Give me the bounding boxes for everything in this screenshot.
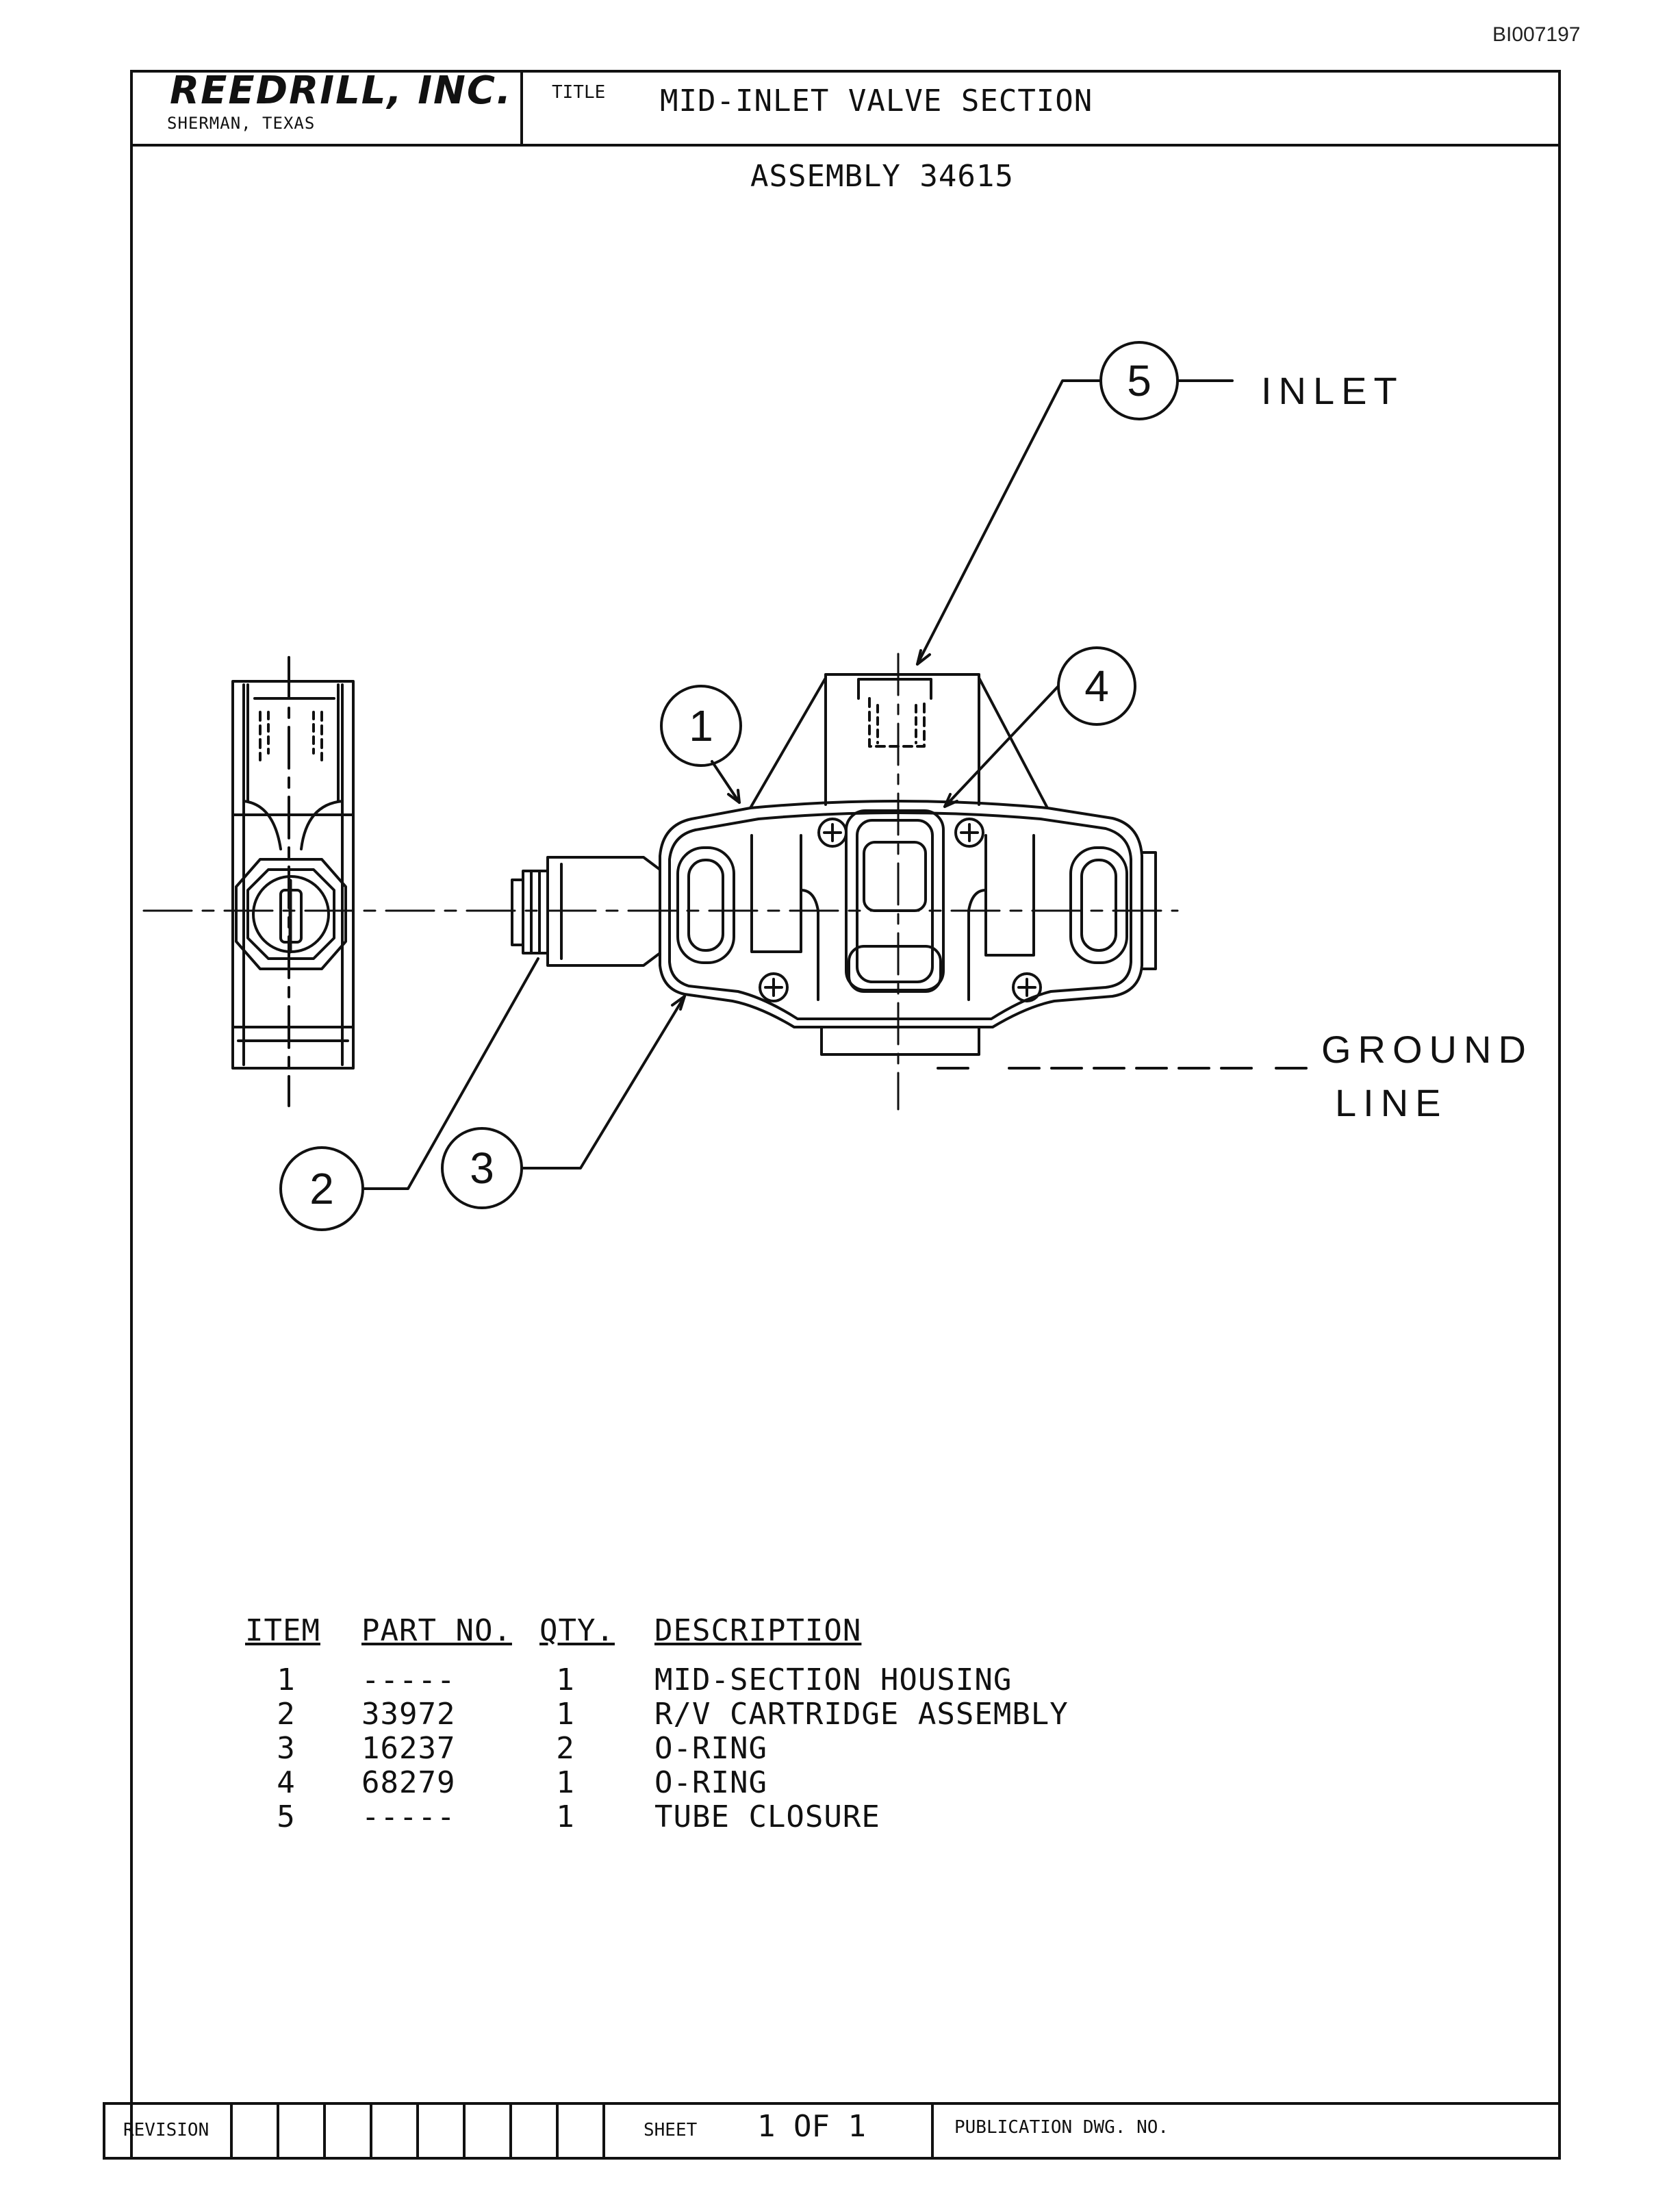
footer-divider [103,2102,1561,2105]
callout-5 [1099,341,1179,420]
bom-row-2-item: 2 [277,1697,296,1732]
sheet-label: SHEET [644,2120,698,2140]
revision-cell-divider [463,2102,466,2160]
revision-cell-divider [416,2102,419,2160]
document-id: BI007197 [1492,23,1581,46]
company-location: SHERMAN, TEXAS [167,114,316,133]
revision-label: REVISION [123,2120,209,2140]
cartridge-assembly [511,856,661,967]
callout-4 [1057,646,1136,726]
bom-row-1-description: MID-SECTION HOUSING [654,1663,1013,1697]
footer-bottom [103,2157,1561,2160]
revision-cell-divider [230,2102,233,2160]
title-label: TITLE [552,82,606,103]
bom-row-3-description: O-RING [654,1731,767,1766]
callout-4-label: 4 [1084,661,1109,711]
bom-row-4-description: O-RING [654,1765,767,1800]
ground-label: GROUND [1321,1028,1533,1071]
revision-cell-divider [323,2102,326,2160]
line-label: LINE [1335,1081,1448,1124]
revision-cell-divider [602,2102,605,2160]
bom-row-3-qty: 2 [556,1731,575,1766]
revision-cell-divider [277,2102,279,2160]
bom-row-3-part: 16237 [361,1731,456,1766]
callout-2-label: 2 [309,1164,334,1213]
bom-header-item: ITEM [245,1613,320,1648]
bom-row-5-qty: 1 [556,1799,575,1834]
bom-row-2-description: R/V CARTRIDGE ASSEMBLY [654,1697,1069,1732]
title-block-divider [130,144,1561,147]
inlet-label: INLET [1261,369,1404,412]
publication-label: PUBLICATION DWG. NO. [954,2117,1169,2138]
footer-left-edge [103,2102,105,2160]
bom-header-part-no: PART NO. [361,1613,512,1648]
bom-row-4-part: 68279 [361,1765,456,1800]
revision-cell-divider [370,2102,372,2160]
bom-row-1-qty: 1 [556,1663,575,1697]
front-view [659,653,1157,1111]
revision-cell-divider [556,2102,559,2160]
sheet-value: 1 OF 1 [757,2109,866,2144]
bom-row-5-item: 5 [277,1799,296,1834]
bom-row-1-item: 1 [277,1663,296,1697]
callout-3 [441,1127,523,1209]
bom-row-4-qty: 1 [556,1765,575,1800]
callout-1-label: 1 [689,701,713,750]
callout-3-label: 3 [470,1143,494,1193]
bom-row-1-part: ----- [361,1663,456,1697]
callout-2 [279,1146,364,1231]
revision-cell-divider [509,2102,512,2160]
callout-1 [660,685,742,767]
bom-row-2-qty: 1 [556,1697,575,1732]
sheet-cell-divider [931,2102,934,2160]
callout-5-label: 5 [1127,356,1151,405]
company-name: REEDRILL, INC. [170,68,513,113]
leader-lines [361,379,1234,1190]
bom-row-3-item: 3 [277,1731,296,1766]
callout-circles [279,341,1179,1231]
bom-header-qty: QTY. [539,1613,615,1648]
bom-header-description: DESCRIPTION [654,1613,862,1648]
bom-row-2-part: 33972 [361,1697,456,1732]
assembly-number: ASSEMBLY 34615 [750,159,1014,194]
bom-row-5-description: TUBE CLOSURE [654,1799,880,1834]
drawing-title: MID-INLET VALVE SECTION [660,84,1093,118]
side-view [231,656,355,1107]
bom-row-5-part: ----- [361,1799,456,1834]
title-block-separator [520,70,523,145]
bom-row-4-item: 4 [277,1765,296,1800]
